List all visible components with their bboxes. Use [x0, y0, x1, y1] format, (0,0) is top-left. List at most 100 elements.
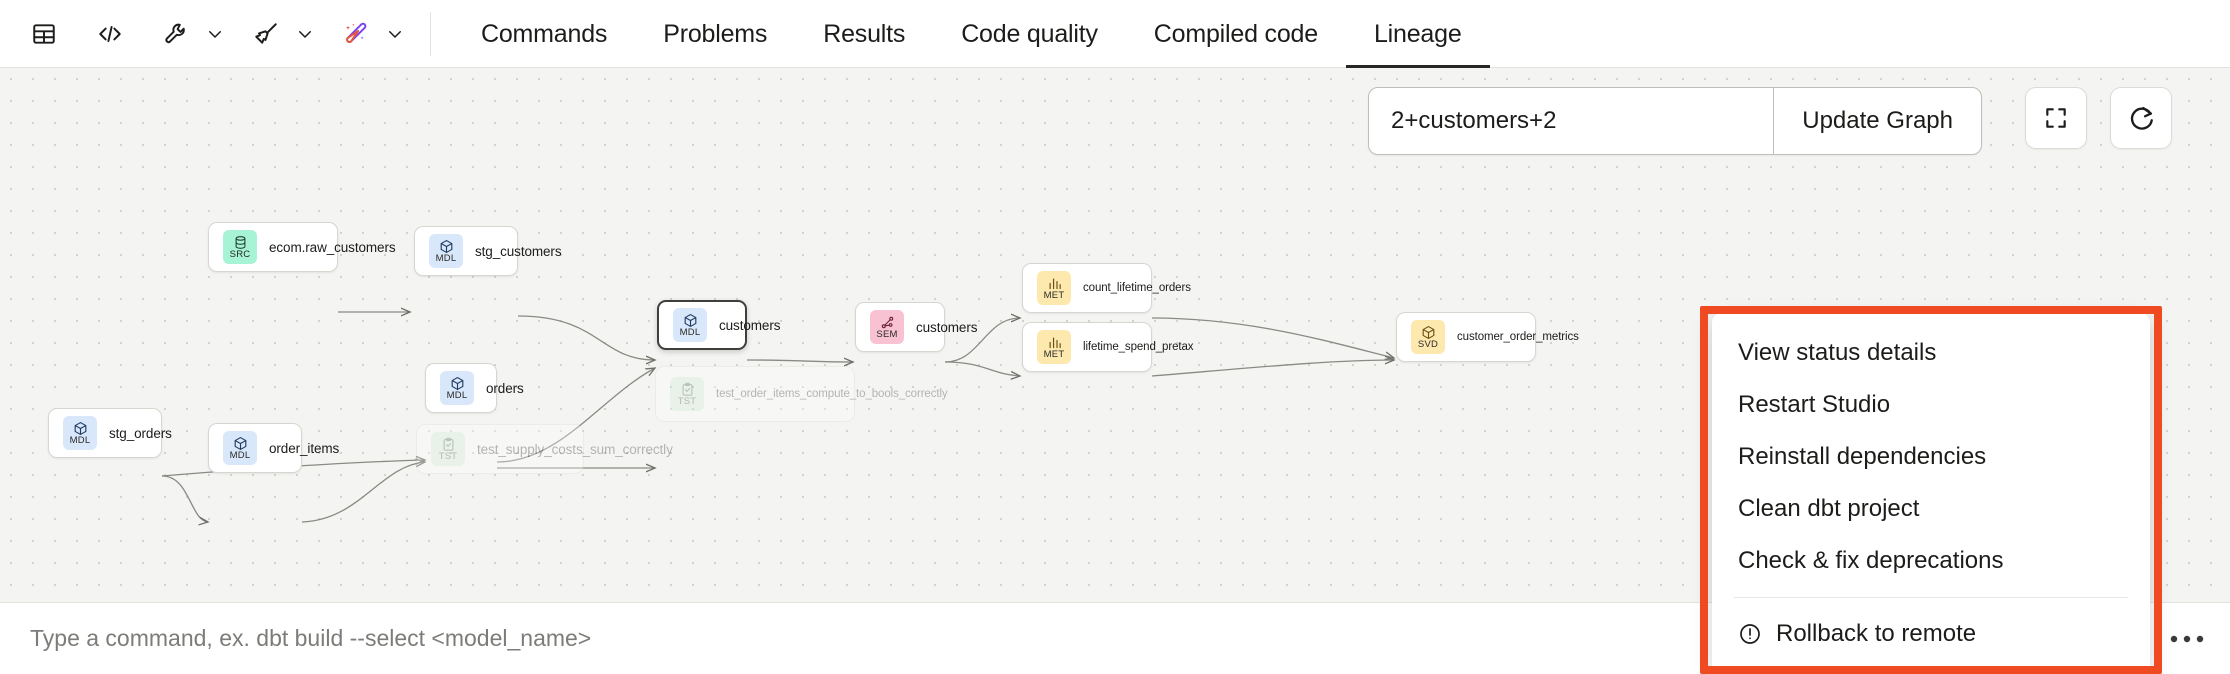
- lineage-node-lifetime_spend_pretax[interactable]: MET lifetime_spend_pretax: [1022, 322, 1194, 372]
- node-type-label: MDL: [679, 327, 701, 338]
- top-toolbar: Commands Problems Results Code quality C…: [0, 0, 2230, 68]
- mdl-icon: [683, 312, 698, 328]
- lineage-node-test_supply_costs[interactable]: TST test_supply_costs_sum_correctly: [416, 424, 673, 474]
- icon-toolbar: [0, 0, 453, 68]
- node-label: test_supply_costs_sum_correctly: [477, 441, 673, 457]
- mdl-icon: [233, 435, 248, 451]
- menu-item-label: Rollback to remote: [1776, 620, 1977, 647]
- node-type-badge-tst: TST: [431, 432, 465, 466]
- tst-icon: [680, 381, 695, 397]
- lineage-edge: [517, 315, 655, 360]
- node-type-badge-tst: TST: [670, 377, 704, 411]
- magic-wand-icon[interactable]: [334, 12, 378, 56]
- chevron-down-icon[interactable]: [198, 12, 232, 56]
- lineage-node-customers_mdl[interactable]: MDL customers: [657, 300, 780, 350]
- chevron-down-icon[interactable]: [378, 12, 412, 56]
- node-type-badge-svd: SVD: [1411, 320, 1445, 354]
- svd-icon: [1421, 324, 1436, 340]
- more-options-icon[interactable]: [2144, 634, 2230, 644]
- node-label: customer_order_metrics: [1457, 331, 1579, 343]
- node-type-label: SVD: [1417, 339, 1439, 350]
- menu-item-rollback-to-remote[interactable]: Rollback to remote: [1712, 608, 2150, 660]
- menu-item-reinstall-dependencies[interactable]: Reinstall dependencies: [1712, 431, 2150, 483]
- menu-divider: [1734, 597, 2128, 598]
- ai-menu-group[interactable]: [334, 12, 412, 56]
- met-icon: [1047, 334, 1062, 350]
- node-type-label: MDL: [446, 390, 468, 401]
- node-type-badge-mdl: MDL: [63, 416, 97, 450]
- menu-item-clean-dbt-project[interactable]: Clean dbt project: [1712, 483, 2150, 535]
- command-input[interactable]: [0, 625, 1849, 652]
- lineage-edge: [944, 361, 1020, 376]
- lineage-node-orders[interactable]: MDL orders: [425, 363, 524, 413]
- lineage-edge: [746, 360, 853, 362]
- node-type-label: MET: [1043, 290, 1065, 301]
- graph-selector-control: Update Graph: [1368, 87, 1982, 155]
- node-type-badge-src: SRC: [223, 230, 257, 264]
- tab-lineage[interactable]: Lineage: [1345, 0, 1490, 68]
- lineage-edge: [1151, 360, 1394, 377]
- node-label: customers: [719, 317, 781, 333]
- tab-problems[interactable]: Problems: [663, 19, 768, 48]
- mdl-icon: [450, 375, 465, 391]
- lineage-edge: [301, 462, 425, 523]
- node-type-badge-met: MET: [1037, 330, 1071, 364]
- node-label: test_order_items_compute_to_bools_correc…: [716, 388, 948, 400]
- lineage-node-customers_sem[interactable]: SEM customers: [855, 302, 977, 352]
- code-icon[interactable]: [88, 12, 132, 56]
- node-label: count_lifetime_orders: [1083, 282, 1191, 294]
- node-type-label: SRC: [229, 249, 251, 260]
- toolbar-divider: [430, 11, 431, 56]
- menu-item-label: Restart Studio: [1738, 391, 1891, 418]
- node-type-label: MET: [1043, 349, 1065, 360]
- tab-results[interactable]: Results: [823, 19, 906, 48]
- node-type-badge-met: MET: [1037, 271, 1071, 305]
- lineage-node-customer_order_metrics[interactable]: SVD customer_order_metrics: [1396, 312, 1579, 362]
- refresh-button[interactable]: [2110, 87, 2172, 149]
- alert-circle-icon: [1738, 622, 1762, 646]
- view-tabs: Commands Problems Results Code quality C…: [453, 0, 1490, 68]
- node-type-label: TST: [677, 396, 697, 407]
- mdl-icon: [439, 238, 454, 254]
- menu-item-restart-studio[interactable]: Restart Studio: [1712, 379, 2150, 431]
- tst-icon: [441, 436, 456, 452]
- node-label: customers: [916, 319, 978, 335]
- lineage-edge: [161, 475, 208, 522]
- lineage-node-ecom_raw_customers[interactable]: SRC ecom.raw_customers: [208, 222, 396, 272]
- menu-item-label: View status details: [1738, 339, 1937, 366]
- node-label: order_items: [269, 440, 340, 456]
- sem-icon: [880, 314, 895, 330]
- node-label: stg_customers: [475, 243, 562, 259]
- menu-item-view-status-details[interactable]: View status details: [1712, 327, 2150, 379]
- node-label: ecom.raw_customers: [269, 239, 396, 255]
- menu-item-label: Check & fix deprecations: [1738, 547, 2004, 574]
- graph-selector-input[interactable]: [1369, 88, 1774, 154]
- broom-icon[interactable]: [244, 12, 288, 56]
- node-type-badge-sem: SEM: [870, 310, 904, 344]
- clean-menu-group[interactable]: [244, 12, 322, 56]
- node-label: lifetime_spend_pretax: [1083, 341, 1194, 353]
- fullscreen-button[interactable]: [2025, 87, 2087, 149]
- met-icon: [1047, 275, 1062, 291]
- tab-commands[interactable]: Commands: [481, 19, 608, 48]
- menu-item-label: Clean dbt project: [1738, 495, 1920, 522]
- chevron-down-icon[interactable]: [288, 12, 322, 56]
- tab-code-quality[interactable]: Code quality: [961, 19, 1098, 48]
- update-graph-button[interactable]: Update Graph: [1773, 88, 1981, 154]
- wrench-icon[interactable]: [154, 12, 198, 56]
- node-type-label: TST: [438, 451, 458, 462]
- node-label: orders: [486, 380, 524, 396]
- lineage-node-test_order_items[interactable]: TST test_order_items_compute_to_bools_cor…: [655, 366, 948, 422]
- table-icon[interactable]: [22, 12, 66, 56]
- lineage-node-count_lifetime_orders[interactable]: MET count_lifetime_orders: [1022, 263, 1191, 313]
- tools-menu-group[interactable]: [154, 12, 232, 56]
- src-icon: [233, 234, 248, 250]
- menu-item-check-fix-deprecations[interactable]: Check & fix deprecations: [1712, 535, 2150, 587]
- tab-compiled-code[interactable]: Compiled code: [1153, 19, 1318, 48]
- node-type-label: MDL: [69, 435, 91, 446]
